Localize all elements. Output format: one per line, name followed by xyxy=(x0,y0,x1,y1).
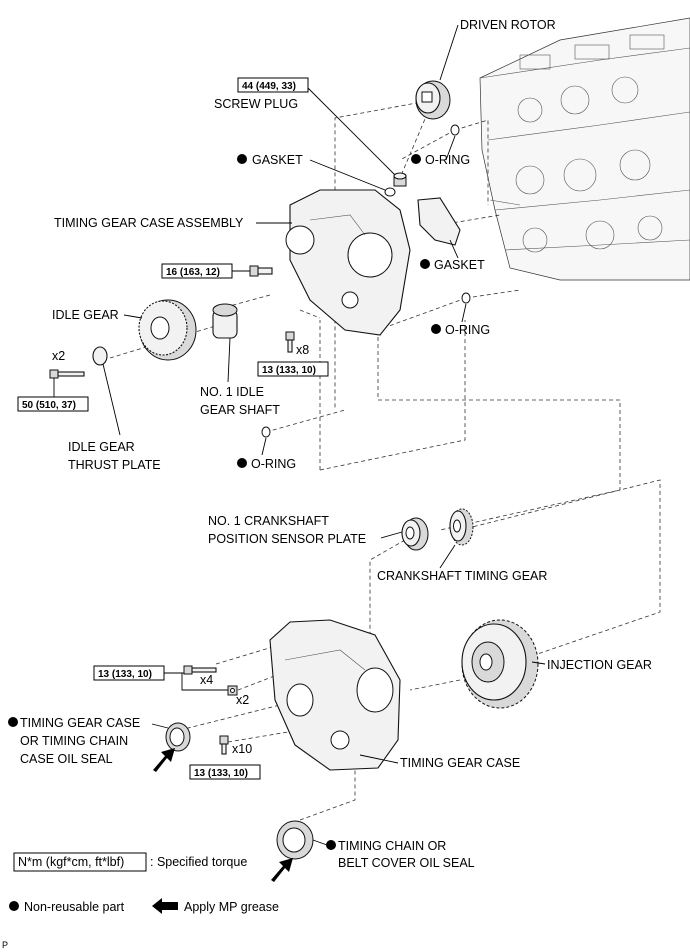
assembly-bolt-part xyxy=(249,265,273,277)
assembly-bolts-x8-part xyxy=(285,331,295,353)
o-ring-middle-leader xyxy=(461,303,467,323)
screw-plug-label: SCREW PLUG xyxy=(214,97,298,111)
gasket-plug-part xyxy=(384,187,396,197)
gasket-plug-label: GASKET xyxy=(252,153,303,167)
non-reusable-dot-belt-cover-seal xyxy=(326,840,336,850)
legend-non-reusable: Non-reusable part xyxy=(24,900,125,914)
gasket-large-label: GASKET xyxy=(434,258,485,272)
case-bolts-lower-torque-box xyxy=(189,764,261,780)
idle-gear-thrust-plate-label-1: IDLE GEAR xyxy=(68,440,135,454)
tgc-oil-seal-label-2: OR TIMING CHAIN xyxy=(20,734,128,748)
screw-plug-part xyxy=(393,172,407,187)
gasket-large-part xyxy=(417,197,461,246)
idle-gear-bolts-qty: x2 xyxy=(52,349,65,363)
driven-rotor-leader xyxy=(439,24,459,81)
timing-gear-case-label: TIMING GEAR CASE xyxy=(400,756,520,770)
case-bolts-upper-torque: 13 (133, 10) xyxy=(98,669,152,680)
crank-sensor-plate-label-1: NO. 1 CRANKSHAFT xyxy=(208,514,329,528)
o-ring-lower-label: O-RING xyxy=(251,457,296,471)
assembly-bolts-torque-box xyxy=(257,361,329,377)
injection-gear-leader xyxy=(531,661,546,665)
legend-non-reusable-dot xyxy=(9,901,19,911)
screw-plug-torque: 44 (449, 33) xyxy=(242,81,296,92)
o-ring-middle-part xyxy=(461,292,471,304)
timing-gear-case-leader xyxy=(359,754,399,764)
non-reusable-dot-gasket-large xyxy=(420,259,430,269)
tgc-oil-seal-label-1: TIMING GEAR CASE xyxy=(20,716,140,730)
legend-torque-box xyxy=(13,852,147,872)
idle-gear-bolt-torque-box xyxy=(17,396,89,412)
case-bolts-upper-leader xyxy=(164,672,228,691)
case-nut-part xyxy=(227,685,238,696)
crank-sensor-plate-part xyxy=(401,517,429,551)
legend-grease-arrow-icon xyxy=(152,898,178,914)
case-upper-bolts-qty: x4 xyxy=(200,673,213,687)
idle-gear-thrust-plate-part xyxy=(92,346,108,366)
o-ring-upper-label: O-RING xyxy=(425,153,470,167)
o-ring-middle-label: O-RING xyxy=(445,323,490,337)
case-lower-bolts-qty: x10 xyxy=(232,742,252,756)
idle-gear-thrust-plate-label-2: THRUST PLATE xyxy=(68,458,161,472)
grease-arrow-tgc-seal xyxy=(153,748,175,772)
tgc-oil-seal-label-3: CASE OIL SEAL xyxy=(20,752,113,766)
no1-idle-gear-shaft-label-1: NO. 1 IDLE xyxy=(200,385,264,399)
legend-apply-grease: Apply MP grease xyxy=(184,900,279,914)
case-upper-bolt-part xyxy=(183,665,217,675)
case-bolts-lower-torque: 13 (133, 10) xyxy=(194,768,248,779)
crank-sensor-plate-label-2: POSITION SENSOR PLATE xyxy=(208,532,366,546)
tgc-oil-seal-part xyxy=(165,722,191,752)
no1-idle-gear-shaft-leader xyxy=(227,337,231,383)
non-reusable-dot-o-ring-upper xyxy=(411,154,421,164)
injection-gear-label: INJECTION GEAR xyxy=(547,658,652,672)
crank-sensor-plate-leader xyxy=(380,531,403,539)
belt-cover-oil-seal-leader xyxy=(312,839,328,846)
assembly-bolts-qty: x8 xyxy=(296,343,309,357)
crankshaft-timing-gear-part xyxy=(449,508,474,546)
figure-code: P xyxy=(2,940,8,950)
idle-gear-thrust-plate-leader xyxy=(102,363,121,436)
injection-gear-part xyxy=(461,619,539,709)
gasket-large-leader xyxy=(449,239,459,259)
non-reusable-dot-o-ring-middle xyxy=(431,324,441,334)
idle-gear-bolt-part xyxy=(49,369,85,379)
belt-cover-oil-seal-label-1: TIMING CHAIN OR xyxy=(338,839,446,853)
legend-torque-desc: : Specified torque xyxy=(150,855,247,869)
belt-cover-oil-seal-label-2: BELT COVER OIL SEAL xyxy=(338,856,475,870)
non-reusable-dot-o-ring-lower xyxy=(237,458,247,468)
tgc-oil-seal-leader xyxy=(151,723,169,729)
gasket-plug-leader xyxy=(309,159,386,191)
o-ring-upper-leader xyxy=(445,135,456,161)
assembly-bolts-torque: 13 (133, 10) xyxy=(262,365,316,376)
idle-gear-bolt-torque: 50 (510, 37) xyxy=(22,400,76,411)
no1-idle-gear-shaft-part xyxy=(212,303,238,339)
timing-gear-case-part xyxy=(269,619,401,771)
timing-gear-case-assembly-label: TIMING GEAR CASE ASSEMBLY xyxy=(54,216,244,230)
engine-block-illustration xyxy=(479,17,690,281)
belt-cover-oil-seal-part xyxy=(276,820,314,860)
o-ring-lower-leader xyxy=(261,437,267,456)
crankshaft-timing-gear-leader xyxy=(439,544,456,569)
case-nuts-qty: x2 xyxy=(236,693,249,707)
idle-gear-part xyxy=(138,299,197,361)
crankshaft-timing-gear-label: CRANKSHAFT TIMING GEAR xyxy=(377,569,547,583)
screw-plug-torque-box xyxy=(237,77,309,93)
non-reusable-dot-tgc-oil-seal xyxy=(8,717,18,727)
screw-plug-leader xyxy=(307,87,399,179)
non-reusable-dot-gasket-plug xyxy=(237,154,247,164)
no1-idle-gear-shaft-label-2: GEAR SHAFT xyxy=(200,403,280,417)
o-ring-lower-part xyxy=(261,426,271,438)
legend-torque-unit: N*m (kgf*cm, ft*lbf) xyxy=(18,855,124,869)
grease-arrow-belt-cover-seal xyxy=(271,858,293,882)
driven-rotor-part xyxy=(415,80,451,120)
o-ring-upper-part xyxy=(450,124,460,136)
driven-rotor-label: DRIVEN ROTOR xyxy=(460,18,556,32)
case-lower-bolt-part xyxy=(219,735,229,755)
timing-gear-case-assembly-part xyxy=(285,189,411,336)
assembly-bolt-torque: 16 (163, 12) xyxy=(166,267,220,278)
idle-gear-leader xyxy=(123,314,143,319)
idle-gear-label: IDLE GEAR xyxy=(52,308,119,322)
